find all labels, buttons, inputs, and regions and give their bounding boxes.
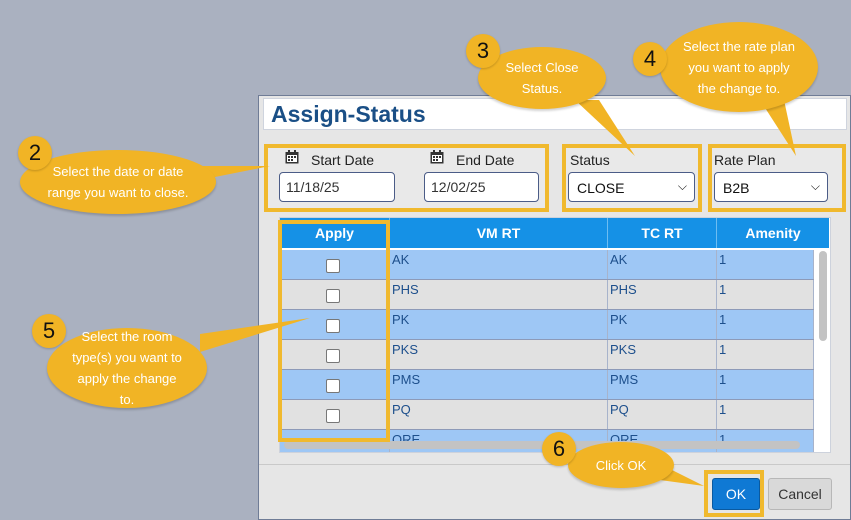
tc-rt-cell: PQ: [608, 400, 717, 429]
vertical-scrollbar[interactable]: [819, 251, 827, 341]
tc-rt-cell: PK: [608, 310, 717, 339]
ok-button[interactable]: OK: [712, 478, 760, 510]
vm-rt-cell: PMS: [390, 370, 608, 399]
apply-checkbox[interactable]: [326, 289, 340, 303]
amenity-cell: 1: [717, 280, 814, 309]
dialog-title: Assign-Status: [271, 101, 426, 127]
apply-checkbox[interactable]: [326, 349, 340, 363]
amenity-cell: 1: [717, 340, 814, 369]
rate-plan-select[interactable]: B2B ⌵: [714, 172, 828, 202]
column-header-tc-rt[interactable]: TC RT: [608, 218, 717, 248]
column-header-vm-rt[interactable]: VM RT: [390, 218, 608, 248]
rate-plan-label: Rate Plan: [714, 152, 776, 168]
callout-number-6: 6: [542, 432, 576, 466]
vm-rt-cell: PQ: [390, 400, 608, 429]
chevron-down-icon: ⌵: [677, 179, 687, 193]
calendar-icon: [285, 150, 299, 164]
chevron-down-icon: ⌵: [810, 179, 820, 193]
status-label: Status: [570, 152, 610, 168]
tc-rt-cell: PMS: [608, 370, 717, 399]
tc-rt-cell: AK: [608, 250, 717, 279]
table-row[interactable]: PHS PHS 1: [280, 280, 814, 310]
apply-checkbox[interactable]: [326, 409, 340, 423]
apply-checkbox[interactable]: [326, 379, 340, 393]
calendar-icon: [430, 150, 444, 164]
cancel-button[interactable]: Cancel: [768, 478, 832, 510]
vm-rt-cell: PHS: [390, 280, 608, 309]
callout-number-5: 5: [32, 314, 66, 348]
table-row[interactable]: PK PK 1: [280, 310, 814, 340]
callout-bubble-3: Select Close Status.: [478, 47, 606, 109]
callout-number-3: 3: [466, 34, 500, 68]
apply-checkbox[interactable]: [326, 259, 340, 273]
vm-rt-cell: PKS: [390, 340, 608, 369]
tc-rt-cell: PKS: [608, 340, 717, 369]
status-select[interactable]: CLOSE ⌵: [568, 172, 695, 202]
callout-number-2: 2: [18, 136, 52, 170]
grid-header: Apply VM RT TC RT Amenity: [280, 218, 829, 248]
callout-bubble-4: Select the rate plan you want to apply t…: [660, 22, 818, 112]
status-select-value: CLOSE: [577, 180, 625, 196]
table-row[interactable]: PMS PMS 1: [280, 370, 814, 400]
start-date-input[interactable]: 11/18/25: [279, 172, 395, 202]
callout-pointer-3: [575, 100, 635, 156]
room-type-grid: Apply VM RT TC RT Amenity AK AK 1 PHS PH…: [279, 217, 831, 453]
callout-pointer-5: [200, 318, 310, 352]
amenity-cell: 1: [717, 400, 814, 429]
start-date-label: Start Date: [311, 152, 375, 168]
callout-bubble-2: Select the date or date range you want t…: [20, 150, 216, 214]
callout-number-4: 4: [633, 42, 667, 76]
column-header-amenity[interactable]: Amenity: [745, 225, 801, 241]
callout-bubble-5: Select the room type(s) you want to appl…: [47, 328, 207, 408]
callout-pointer-4: [760, 100, 796, 156]
callout-bubble-6: Click OK: [568, 442, 674, 488]
vm-rt-cell: PK: [390, 310, 608, 339]
table-row[interactable]: PKS PKS 1: [280, 340, 814, 370]
end-date-label: End Date: [456, 152, 515, 168]
amenity-cell: 1: [717, 430, 814, 452]
tc-rt-cell: PHS: [608, 280, 717, 309]
amenity-cell: 1: [717, 370, 814, 399]
table-row[interactable]: AK AK 1: [280, 250, 814, 280]
apply-column-highlight: [278, 220, 390, 442]
apply-checkbox[interactable]: [326, 319, 340, 333]
table-row[interactable]: PQ PQ 1: [280, 400, 814, 430]
vm-rt-cell: AK: [390, 250, 608, 279]
rate-plan-select-value: B2B: [723, 180, 750, 196]
end-date-input[interactable]: 12/02/25: [424, 172, 539, 202]
amenity-cell: 1: [717, 310, 814, 339]
amenity-cell: 1: [717, 250, 814, 279]
